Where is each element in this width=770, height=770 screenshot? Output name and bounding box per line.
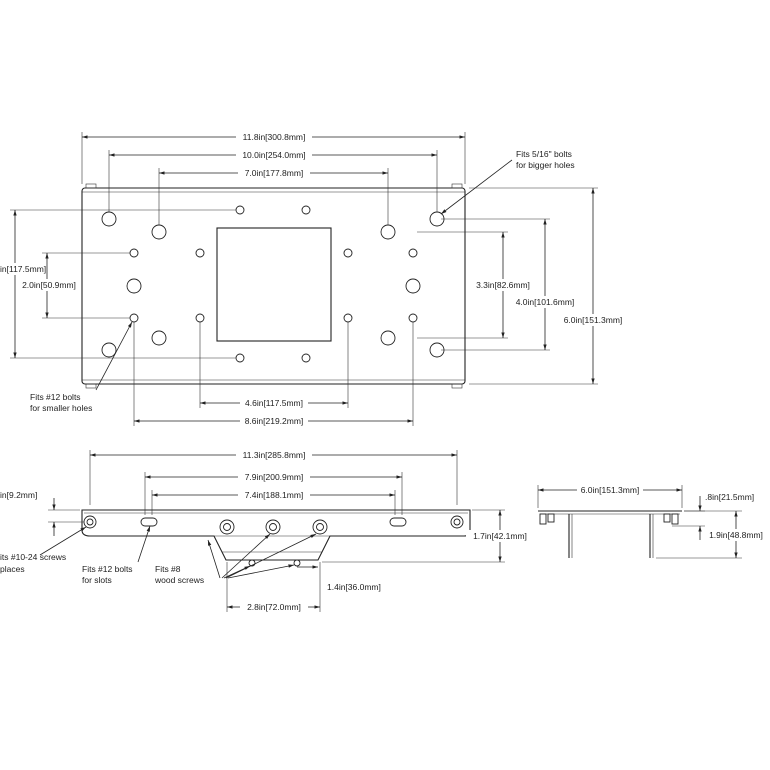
bolt-hole-large [101, 211, 117, 227]
center-cutout [216, 227, 332, 342]
slot [389, 517, 407, 527]
front-bracket-outline [81, 509, 471, 561]
side-view: 6.0in[151.3mm] .8in[21.5mm] 1.9in[48.8mm… [537, 484, 769, 559]
dim-overall-height: 6.0in[151.3mm] [564, 315, 623, 325]
dim-right-hole-spacing: 3.3in[82.6mm] [476, 280, 530, 290]
bolt-hole-small [195, 248, 205, 258]
dim-slot-span-inner: 7.4in[188.1mm] [245, 490, 304, 500]
dim-overall-width: 11.8in[300.8mm] [243, 132, 306, 142]
note-slots-line2: for slots [82, 575, 112, 585]
side-tab [663, 513, 671, 523]
dim-left-offset: in[9.2mm] [0, 490, 37, 500]
dim-bottom-inner: 4.6in[117.5mm] [245, 398, 303, 408]
dim-bolt-span-inner: 7.0in[177.8mm] [245, 168, 304, 178]
wood-screw-hole-inner [223, 523, 231, 531]
note-slots-line1: Fits #12 bolts [82, 564, 133, 574]
leader-smaller-holes [95, 321, 133, 391]
note-bigger-holes-line1: Fits 5/16" bolts [516, 149, 572, 159]
bolt-hole-small [343, 248, 353, 258]
dim-bottom-outer: 8.6in[219.2mm] [245, 416, 304, 426]
note-wood-line1: Fits #8 [155, 564, 181, 574]
bolt-hole-small [235, 205, 245, 215]
front-view: 11.3in[285.8mm] 7.9in[200.9mm] 7.4in[188… [0, 449, 534, 613]
note-smaller-holes-line2: for smaller holes [30, 403, 92, 413]
corner-tab [85, 383, 97, 389]
note-smaller-holes-line1: Fits #12 bolts [30, 392, 81, 402]
wood-screw-hole-small [293, 559, 301, 567]
leader-end-screws [39, 526, 87, 556]
bolt-hole-large [405, 278, 421, 294]
leader-wood-2 [221, 533, 271, 579]
bolt-hole-large [380, 224, 396, 240]
bolt-hole-small [301, 205, 311, 215]
bolt-hole-small [301, 353, 311, 363]
bolt-hole-large [380, 330, 396, 346]
dim-side-width: 6.0in[151.3mm] [581, 485, 640, 495]
dim-front-width: 11.3in[285.8mm] [243, 450, 306, 460]
top-view: 11.8in[300.8mm] 10.0in[254.0mm] 7.0in[17… [0, 131, 628, 427]
bolt-hole-large [151, 224, 167, 240]
side-tab [547, 513, 555, 523]
slot [140, 517, 158, 527]
corner-tab [451, 383, 463, 389]
dim-slot-span-outer: 7.9in[200.9mm] [245, 472, 304, 482]
bolt-hole-large [101, 342, 117, 358]
bolt-hole-small [343, 313, 353, 323]
bolt-hole-small [129, 313, 139, 323]
corner-tab [85, 183, 97, 189]
bolt-hole-small [129, 248, 139, 258]
note-bigger-holes-line2: for bigger holes [516, 160, 575, 170]
bolt-hole-large [151, 330, 167, 346]
leader-slots [137, 525, 151, 563]
end-screw-inner [453, 518, 461, 526]
dim-left-height: in[117.5mm] [0, 264, 46, 274]
dim-side-flange: .8in[21.5mm] [705, 492, 754, 502]
dim-right-height-mid: 4.0in[101.6mm] [516, 297, 575, 307]
end-screw-inner [86, 518, 94, 526]
dim-screw-offset: 1.4in[36.0mm] [327, 582, 381, 592]
bolt-hole-large [126, 278, 142, 294]
corner-tab [451, 183, 463, 189]
note-screws-line2: places [0, 564, 25, 574]
leader-bigger-holes [440, 159, 513, 215]
side-tab [671, 513, 679, 525]
dim-left-hole-spacing: 2.0in[50.9mm] [22, 280, 76, 290]
bolt-hole-small [408, 248, 418, 258]
dim-bolt-span-outer: 10.0in[254.0mm] [242, 150, 305, 160]
bolt-hole-small [235, 353, 245, 363]
wood-screw-hole-inner [269, 523, 277, 531]
leader-wood-4 [225, 533, 317, 579]
dim-front-height: 1.7in[42.1mm] [473, 531, 527, 541]
wood-screw-hole-inner [316, 523, 324, 531]
dim-side-height: 1.9in[48.8mm] [709, 530, 763, 540]
leader-wood-5 [227, 564, 295, 579]
leader-wood-1 [207, 539, 221, 579]
note-wood-line2: wood screws [154, 575, 204, 585]
bolt-hole-small [195, 313, 205, 323]
dim-screw-spacing: 2.8in[72.0mm] [247, 602, 301, 612]
bolt-hole-small [408, 313, 418, 323]
note-screws-line1: its #10-24 screws [0, 552, 66, 562]
side-tab [539, 513, 547, 525]
